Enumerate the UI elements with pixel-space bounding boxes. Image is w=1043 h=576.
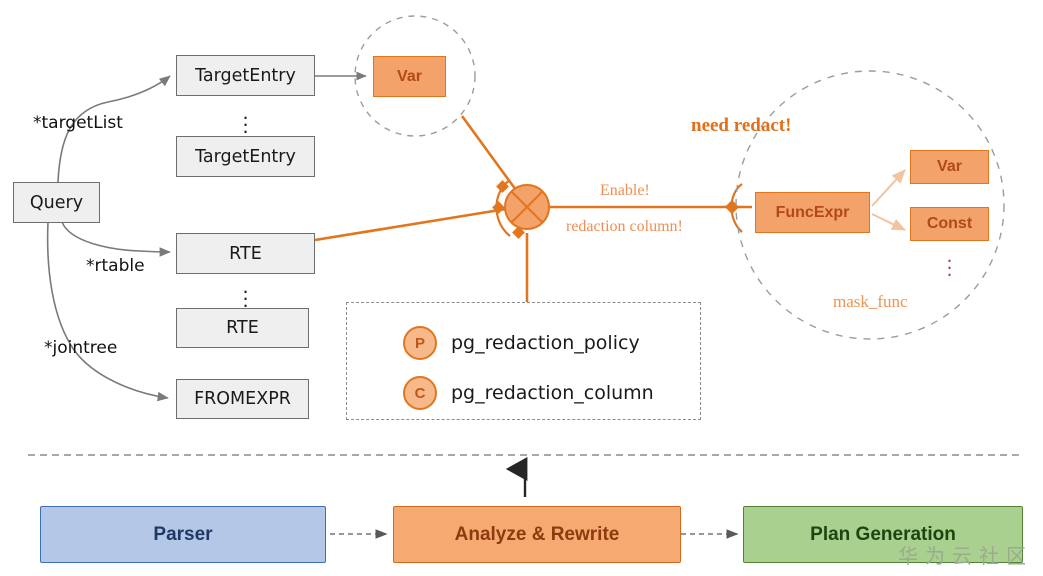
label-enable: Enable!: [600, 182, 650, 199]
ellipsis-mask: ...: [946, 245, 953, 281]
node-targetentry-1[interactable]: TargetEntry: [176, 55, 315, 96]
pipeline-stage-plan-generation[interactable]: Plan Generation: [743, 506, 1023, 563]
watermark: 华为云社区: [898, 544, 1033, 568]
var-bubble-outline: [354, 15, 476, 137]
legend-badge-p: P: [403, 326, 437, 360]
node-funcexpr[interactable]: FuncExpr: [755, 192, 870, 233]
edge-rte-junction: [314, 207, 507, 242]
edge-query-rtable: [61, 221, 171, 257]
edge-funcexpr-const: [871, 213, 906, 231]
edge-label-targetlist: *targetList: [33, 113, 123, 133]
edge-var-junction: [460, 115, 518, 191]
legend-row-column[interactable]: C pg_redaction_column: [403, 376, 654, 410]
edge-label-rtable: *rtable: [86, 256, 145, 276]
label-mask-func: mask_func: [833, 292, 908, 311]
junction-marker-2: [492, 201, 505, 214]
edge-query-targetlist: [57, 75, 171, 183]
callout-need-redact: need redact!: [691, 115, 792, 136]
mask-bubble-outline: [735, 70, 1005, 340]
edge-query-jointree: [46, 221, 169, 402]
pipeline-stage-analyze-rewrite[interactable]: Analyze & Rewrite: [393, 506, 681, 563]
mask-marker: [724, 199, 740, 215]
node-const[interactable]: Const: [910, 207, 989, 241]
node-rte-1[interactable]: RTE: [176, 233, 315, 274]
junction-cross-icon: [510, 190, 544, 224]
legend-badge-c: C: [403, 376, 437, 410]
edge-label-jointree: *jointree: [44, 338, 118, 358]
node-rte-2[interactable]: RTE: [176, 308, 309, 348]
node-targetentry-2[interactable]: TargetEntry: [176, 136, 315, 177]
pipeline-stage-parser[interactable]: Parser: [40, 506, 326, 563]
node-var-mask[interactable]: Var: [910, 150, 989, 184]
node-var-target[interactable]: Var: [373, 56, 446, 97]
legend-label-column: pg_redaction_column: [451, 382, 654, 404]
legend-label-policy: pg_redaction_policy: [451, 332, 640, 354]
ellipsis-rte: ...: [242, 276, 249, 312]
edge-funcexpr-var: [871, 169, 906, 207]
junction-marker-1: [496, 180, 509, 193]
ellipsis-targetentry: ...: [242, 102, 249, 138]
legend-row-policy[interactable]: P pg_redaction_policy: [403, 326, 640, 360]
node-fromexpr[interactable]: FROMEXPR: [176, 379, 309, 419]
legend-panel: P pg_redaction_policy C pg_redaction_col…: [346, 302, 701, 420]
node-query[interactable]: Query: [13, 182, 100, 223]
label-redaction-column: redaction column!: [566, 218, 683, 235]
